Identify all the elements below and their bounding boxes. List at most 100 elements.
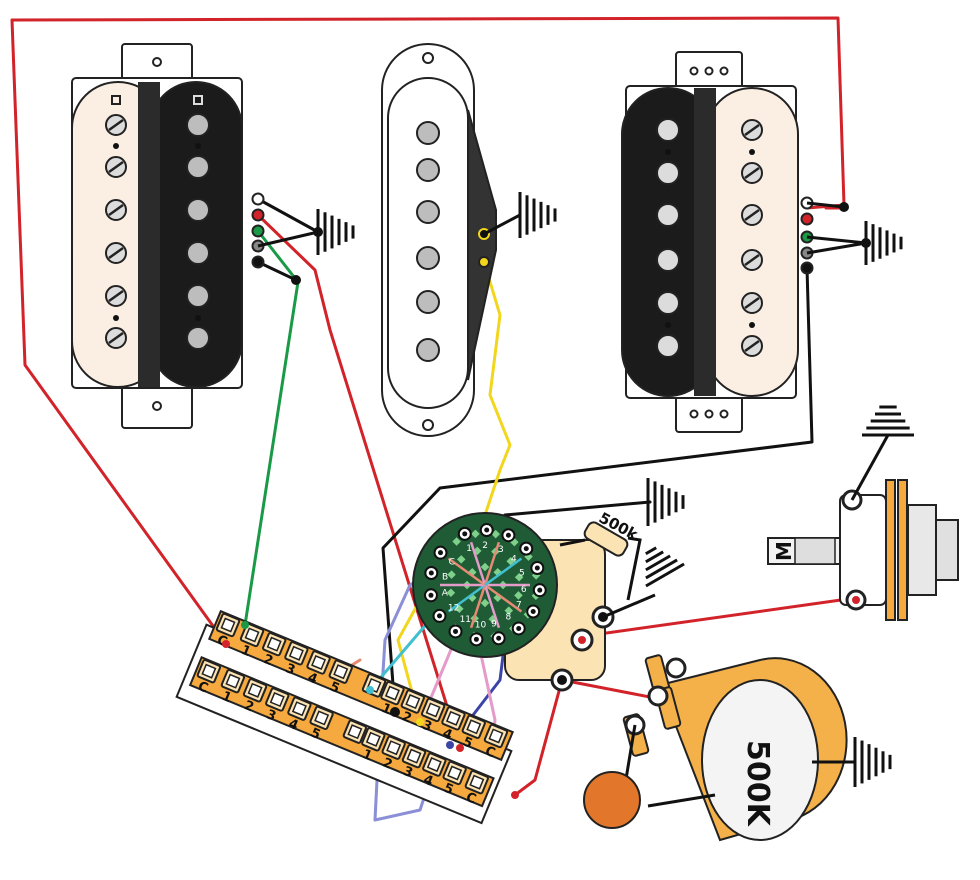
- pot-lug-hole: [665, 657, 687, 679]
- rotary-lug-label: 6: [521, 585, 527, 595]
- slug-poles: [186, 113, 210, 350]
- wire-black-neck-ground: [256, 197, 320, 282]
- screw-poles: [741, 119, 763, 357]
- mount-hole: [719, 409, 729, 419]
- ground-symbol: [646, 478, 685, 526]
- switch-lug: 2: [380, 735, 406, 773]
- rotary-lugs: [423, 523, 547, 647]
- mount-hole: [422, 52, 434, 64]
- screw-pole: [741, 162, 763, 184]
- switch-lug: 4: [305, 650, 331, 688]
- middle-lead-terminals: [478, 213, 521, 268]
- resistor-body: [583, 521, 629, 557]
- ground-symbol: [518, 192, 557, 238]
- mount-hole: [719, 66, 729, 76]
- jack-washer: [897, 479, 908, 621]
- mount-hole: [152, 57, 162, 67]
- slug-pole: [656, 203, 680, 227]
- wire-red-switch-pot: [513, 678, 564, 797]
- jack-label: M: [772, 541, 796, 561]
- pot-label: 500K: [740, 740, 775, 828]
- switch-lug: C: [215, 612, 241, 650]
- switch-lug: 4: [440, 706, 466, 743]
- rotary-lug-label: 8: [506, 613, 512, 623]
- screw-pole: [105, 114, 127, 136]
- solder-joint: [839, 202, 849, 212]
- slug-pole: [416, 246, 440, 270]
- slug-pole: [416, 121, 440, 145]
- rotary-lug-label: 2: [482, 541, 488, 551]
- switch-lug: C: [196, 659, 222, 696]
- ground-symbol: [316, 209, 355, 255]
- ground-symbols: [316, 192, 914, 787]
- lead-green: [251, 224, 265, 238]
- switch-lug: 5: [327, 659, 353, 697]
- switch-upper-strip: [207, 609, 515, 762]
- slug-poles: [656, 118, 680, 358]
- ground-symbol: [853, 737, 892, 787]
- screw-pole: [105, 156, 127, 178]
- slug-pole: [656, 334, 680, 358]
- jack-bracket: [839, 494, 887, 606]
- slug-pole: [416, 158, 440, 182]
- jack-barrel: [935, 519, 959, 581]
- single-coil-side-shadow: [467, 109, 497, 381]
- switch-lug: C: [483, 723, 509, 761]
- mount-hole: [152, 401, 162, 411]
- rotary-mount-lugs: [550, 593, 656, 692]
- mount-hole: [704, 409, 714, 419]
- lead-white: [251, 192, 265, 206]
- switch-lug: 4: [421, 752, 447, 790]
- screw-pole: [741, 249, 763, 271]
- ground-symbol: [645, 546, 685, 588]
- lead-red: [251, 208, 265, 222]
- mount-tab-top: [675, 51, 743, 91]
- tone-capacitor: [583, 771, 641, 829]
- mount-hole: [689, 66, 699, 76]
- ground-symbol: [862, 405, 914, 437]
- switch-lug: [342, 719, 368, 744]
- switch-lug: 2: [242, 678, 268, 715]
- switch-solder-dots: [222, 621, 519, 799]
- lead-red: [800, 212, 814, 226]
- rotary-lug-label: B: [442, 572, 448, 582]
- rotary-lug-label: 9: [491, 620, 497, 630]
- jack-nut: [907, 504, 937, 596]
- rotary-lug-label: 12: [448, 603, 459, 613]
- jack-washer: [885, 479, 896, 621]
- rotary-lug-label: 5: [519, 569, 525, 579]
- screw-pole: [741, 335, 763, 357]
- ground-symbol: [864, 221, 903, 265]
- slug-pole: [186, 155, 210, 179]
- slug-poles: [416, 121, 440, 362]
- slug-pole: [186, 241, 210, 265]
- slug-pole: [416, 338, 440, 362]
- bridge-lead-terminals: [800, 196, 871, 275]
- neck-square-marker: [111, 95, 121, 105]
- switch-lower-strip: [188, 656, 495, 808]
- screw-pole: [741, 292, 763, 314]
- slug-pole: [416, 290, 440, 314]
- rotary-lug-label: A: [442, 588, 449, 598]
- switch-lug: 5: [461, 714, 486, 752]
- screw-pole: [741, 204, 763, 226]
- rotary-lug-label: C: [449, 557, 455, 567]
- lead-black: [251, 255, 265, 269]
- lead-black: [800, 261, 814, 275]
- slug-pole: [656, 161, 680, 185]
- screw-poles: [105, 114, 127, 349]
- screw-pole: [741, 119, 763, 141]
- output-jack: M: [767, 434, 959, 621]
- neck-lead-terminals: [251, 192, 323, 285]
- neck-humbucker: [71, 43, 243, 429]
- mount-hole: [704, 66, 714, 76]
- wire-red-neck-hot: [256, 213, 462, 750]
- wire-green-neck: [243, 229, 300, 627]
- rotary-pcb-traces: [440, 541, 530, 629]
- rotary-lug-label: 3: [498, 545, 504, 555]
- switch-lug: 2: [261, 631, 287, 669]
- bobbin-black-shadow: [138, 82, 160, 387]
